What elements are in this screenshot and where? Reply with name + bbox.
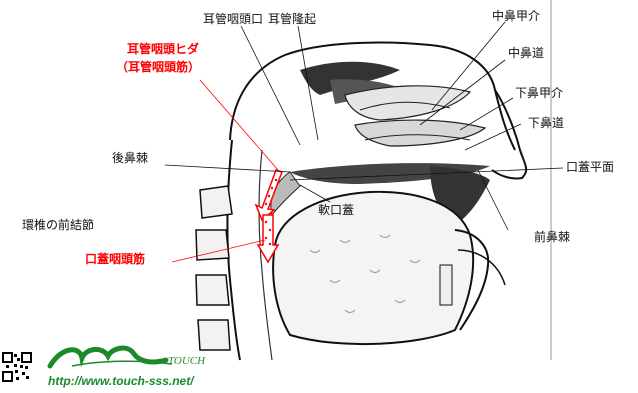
label-anterior-nasal-spine: 前鼻棘: [534, 230, 570, 244]
label-salpingopharyngeal-fold: 耳管咽頭ヒダ: [127, 42, 199, 56]
label-eustachian-opening: 耳管咽頭口: [203, 12, 263, 26]
label-inferior-meatus: 下鼻道: [528, 116, 564, 130]
label-middle-meatus: 中鼻道: [508, 46, 544, 60]
label-soft-palate: 軟口蓋: [318, 203, 354, 217]
label-palatopharyngeus: 口蓋咽頭筋: [85, 252, 145, 266]
label-palatal-plane: 口蓋平面: [566, 160, 614, 174]
label-atlas-tubercle: 環椎の前結節: [22, 218, 94, 232]
brand-text: TOUCH: [168, 355, 205, 367]
posterior-pharyngeal-wall: [227, 140, 240, 360]
label-posterior-nasal-spine: 後鼻棘: [112, 151, 148, 165]
label-salpingopharyngeus: （耳管咽頭筋）: [116, 60, 200, 74]
vertebrae: [196, 186, 232, 350]
label-middle-turbinate: 中鼻甲介: [492, 9, 540, 23]
inferior-turbinate-shape: [355, 120, 485, 146]
touch-logo-icon: [42, 344, 182, 370]
middle-turbinate-shape: [345, 86, 470, 120]
label-torus-tubarius: 耳管隆起: [268, 12, 316, 26]
website-link[interactable]: http://www.touch-sss.net/: [48, 374, 194, 388]
label-inferior-turbinate: 下鼻甲介: [515, 86, 563, 100]
qr-code-icon: [2, 352, 32, 382]
